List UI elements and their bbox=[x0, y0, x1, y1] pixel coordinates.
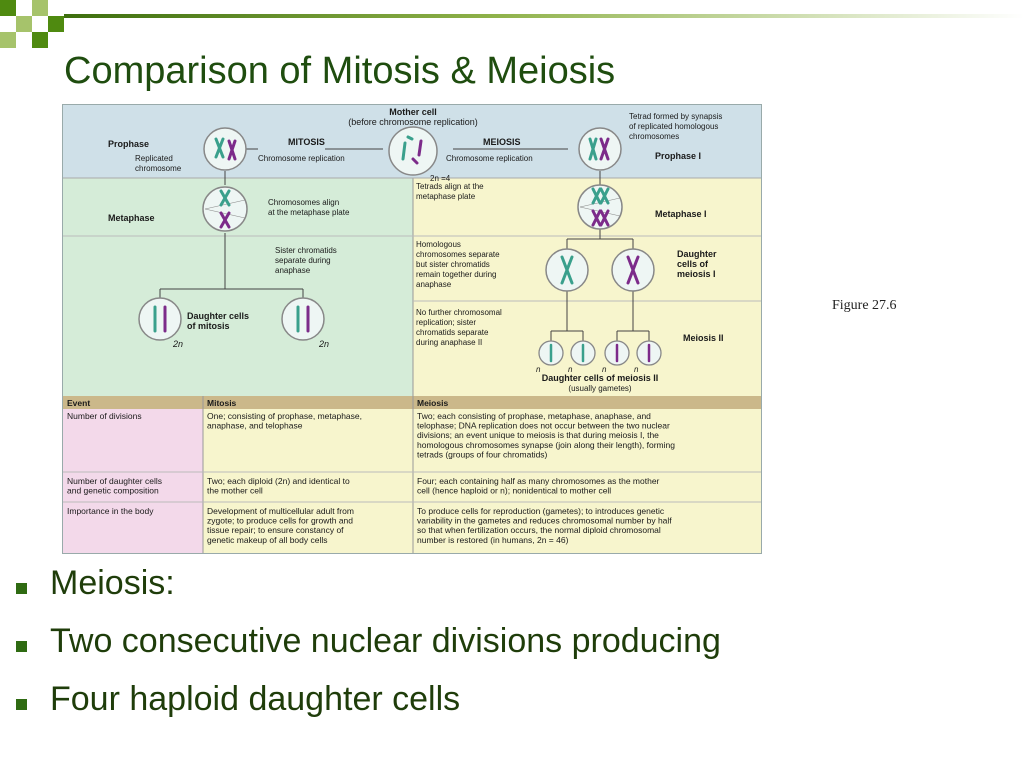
svg-text:of replicated homologous: of replicated homologous bbox=[629, 122, 718, 131]
meiosis-prophase-cell bbox=[578, 127, 622, 171]
svg-text:of mitosis: of mitosis bbox=[187, 321, 230, 331]
table-cell-meiosis: cell (hence haploid or n); nonidentical … bbox=[417, 486, 611, 496]
table-cell-mitosis: anaphase, and telophase bbox=[207, 421, 303, 431]
comparison-figure: Mother cell (before chromosome replicati… bbox=[62, 104, 762, 554]
corner-decoration bbox=[0, 0, 1024, 50]
mother-cell-sub: (before chromosome replication) bbox=[348, 117, 478, 127]
mother-ploidy: 2n =4 bbox=[430, 174, 451, 183]
table-cell-meiosis: Four; each containing half as many chrom… bbox=[417, 476, 660, 486]
prophase-label: Prophase bbox=[108, 139, 149, 149]
svg-text:Tetrads align at the: Tetrads align at the bbox=[416, 182, 484, 191]
svg-text:during anaphase II: during anaphase II bbox=[416, 338, 482, 347]
table-cell-mitosis: tissue repair; to ensure constancy of bbox=[207, 525, 344, 535]
svg-text:separate during: separate during bbox=[275, 256, 331, 265]
svg-text:but sister chromatids: but sister chromatids bbox=[416, 260, 490, 269]
table-cell-event: Importance in the body bbox=[67, 506, 154, 516]
svg-text:replication; sister: replication; sister bbox=[416, 318, 476, 327]
table-header-meiosis: Meiosis bbox=[417, 398, 448, 408]
svg-text:(usually gametes): (usually gametes) bbox=[568, 384, 631, 393]
table-cell-meiosis: homologous chromosomes synapse (join alo… bbox=[417, 440, 675, 450]
table-cell-meiosis: variability in the gametes and reduces c… bbox=[417, 516, 672, 526]
svg-text:Chromosomes align: Chromosomes align bbox=[268, 198, 339, 207]
table-cell-event: Number of divisions bbox=[67, 411, 142, 421]
table-cell-meiosis: number is restored (in humans, 2n = 46) bbox=[417, 535, 569, 545]
table-header bbox=[63, 396, 761, 409]
mother-cell bbox=[388, 126, 438, 176]
table-cell-mitosis: zygote; to produce cells for growth and bbox=[207, 516, 353, 526]
svg-text:Chromosome replication: Chromosome replication bbox=[446, 154, 533, 163]
svg-text:remain together during: remain together during bbox=[416, 270, 497, 279]
figure-diagram: Mother cell (before chromosome replicati… bbox=[63, 105, 761, 553]
svg-text:meiosis I: meiosis I bbox=[677, 269, 716, 279]
svg-text:at the metaphase plate: at the metaphase plate bbox=[268, 208, 350, 217]
bullet-square-icon bbox=[16, 699, 27, 710]
table-cell-meiosis: so that when fertilization occurs, the n… bbox=[417, 525, 661, 535]
svg-text:2n: 2n bbox=[318, 339, 329, 349]
svg-text:Sister chromatids: Sister chromatids bbox=[275, 246, 337, 255]
meiosis-metaphase-cell bbox=[577, 184, 623, 230]
table-cell-meiosis: telophase; DNA replication does not occu… bbox=[417, 421, 670, 431]
svg-text:chromosomes separate: chromosomes separate bbox=[416, 250, 500, 259]
table-cell-meiosis: tetrads (groups of four chromatids) bbox=[417, 449, 548, 459]
svg-text:chromosomes: chromosomes bbox=[629, 132, 679, 141]
table-cell-event: Number of daughter cells bbox=[67, 476, 162, 486]
table-cell-mitosis: One; consisting of prophase, metaphase, bbox=[207, 411, 362, 421]
svg-text:anaphase: anaphase bbox=[416, 280, 452, 289]
mitosis-header: MITOSIS bbox=[288, 137, 325, 147]
bullet-square-icon bbox=[16, 583, 27, 594]
comparison-table: Number of divisions One; consisting of pr… bbox=[67, 411, 675, 545]
slide-title: Comparison of Mitosis & Meiosis bbox=[64, 50, 616, 92]
svg-text:n: n bbox=[536, 365, 541, 374]
table-header-mitosis: Mitosis bbox=[207, 398, 237, 408]
table-cell-event: and genetic composition bbox=[67, 486, 159, 496]
mother-cell-label: Mother cell bbox=[389, 107, 437, 117]
svg-text:cells of: cells of bbox=[677, 259, 709, 269]
svg-text:Chromosome replication: Chromosome replication bbox=[258, 154, 345, 163]
svg-text:n: n bbox=[602, 365, 607, 374]
svg-text:Daughter cells of meiosis II: Daughter cells of meiosis II bbox=[542, 373, 659, 383]
svg-text:Daughter cells: Daughter cells bbox=[187, 311, 249, 321]
prophase1-label: Prophase I bbox=[655, 151, 701, 161]
mitosis-daughter-cell-a bbox=[138, 297, 182, 341]
table-header-event: Event bbox=[67, 398, 90, 408]
table-cell-mitosis: genetic makeup of all body cells bbox=[207, 535, 328, 545]
meiosis2-label: Meiosis II bbox=[683, 333, 724, 343]
event-column bbox=[63, 396, 203, 553]
meiosis2-daughter-cells bbox=[538, 340, 662, 366]
mitosis-daughter-cell-b bbox=[281, 297, 325, 341]
svg-text:n: n bbox=[634, 365, 639, 374]
svg-text:Tetrad formed by synapsis: Tetrad formed by synapsis bbox=[629, 112, 722, 121]
table-cell-mitosis: Two; each diploid (2n) and identical to bbox=[207, 476, 350, 486]
table-cell-mitosis: the mother cell bbox=[207, 486, 263, 496]
svg-text:chromosome: chromosome bbox=[135, 164, 182, 173]
table-cell-mitosis: Development of multicellular adult from bbox=[207, 506, 354, 516]
svg-text:Homologous: Homologous bbox=[416, 240, 461, 249]
bullet-square-icon bbox=[16, 641, 27, 652]
svg-text:chromatids separate: chromatids separate bbox=[416, 328, 489, 337]
svg-text:anaphase: anaphase bbox=[275, 266, 311, 275]
svg-text:Replicated: Replicated bbox=[135, 154, 173, 163]
svg-text:Daughter: Daughter bbox=[677, 249, 717, 259]
svg-text:2n: 2n bbox=[172, 339, 183, 349]
metaphase1-label: Metaphase I bbox=[655, 209, 707, 219]
table-cell-meiosis: divisions; an event unique to meiosis is… bbox=[417, 430, 659, 440]
svg-text:metaphase plate: metaphase plate bbox=[416, 192, 476, 201]
metaphase-label: Metaphase bbox=[108, 213, 155, 223]
svg-text:n: n bbox=[568, 365, 573, 374]
meiosis-header: MEIOSIS bbox=[483, 137, 521, 147]
mitosis-prophase-cell bbox=[203, 127, 247, 171]
table-cell-meiosis: Two; each consisting of prophase, metaph… bbox=[417, 411, 651, 421]
figure-caption: Figure 27.6 bbox=[832, 298, 897, 313]
mitosis-metaphase-cell bbox=[202, 186, 248, 232]
table-cell-meiosis: To produce cells for reproduction (gamet… bbox=[417, 506, 665, 516]
svg-text:No further chromosomal: No further chromosomal bbox=[416, 308, 502, 317]
